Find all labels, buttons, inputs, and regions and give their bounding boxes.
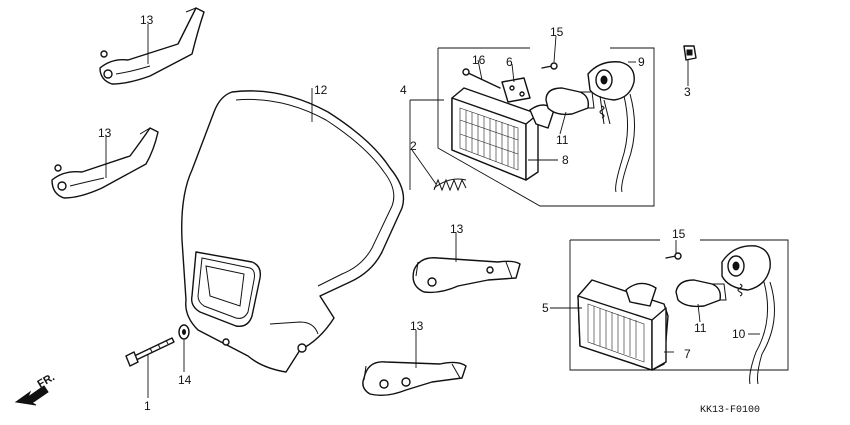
adjusting-spring	[433, 178, 467, 192]
callout-15-lower: 15	[672, 227, 686, 241]
callout-14: 14	[178, 373, 192, 387]
stay-bracket-middle	[51, 127, 159, 199]
lower-assembly-frame	[569, 239, 789, 371]
headlight-unit-lower	[577, 279, 669, 371]
headlight-unit-upper	[451, 87, 555, 181]
callout-2: 2	[410, 139, 417, 153]
front-direction-arrow: FR.	[14, 371, 57, 406]
mounting-bolt	[125, 337, 175, 367]
callout-9: 9	[638, 55, 645, 69]
callout-13-center-upper: 13	[450, 222, 464, 236]
callout-11-lower: 11	[694, 321, 707, 335]
stay-bracket-center-upper	[412, 257, 521, 294]
cushion-3	[683, 45, 697, 61]
callout-5: 5	[542, 301, 549, 315]
stay-bracket-center-lower	[362, 361, 467, 397]
stay-bracket-top	[99, 7, 205, 85]
bracket-plate	[501, 77, 531, 103]
bulb-lower	[675, 279, 727, 308]
socket-lower	[721, 245, 775, 385]
callout-11-upper: 11	[556, 133, 569, 147]
screw-upper	[541, 62, 558, 70]
callout-6: 6	[506, 55, 513, 69]
diagram-code: KK13-F0100	[700, 405, 760, 416]
headlight-cowl	[181, 90, 405, 373]
callout-12: 12	[314, 83, 328, 97]
bulb-upper	[545, 87, 595, 116]
callout-3: 3	[684, 85, 691, 99]
adjusting-screw	[462, 68, 501, 89]
callout-15-upper: 15	[550, 25, 564, 39]
callout-13-center-lower: 13	[410, 319, 424, 333]
callout-1: 1	[144, 399, 151, 413]
socket-upper	[587, 61, 636, 193]
leader-lines	[105, 24, 760, 398]
front-direction-label: FR.	[36, 371, 57, 390]
callout-10: 10	[732, 327, 746, 341]
washer	[178, 324, 190, 340]
callout-8: 8	[562, 153, 569, 167]
callout-13-left: 13	[98, 126, 112, 140]
callout-7: 7	[684, 347, 691, 361]
callout-16: 16	[472, 53, 486, 67]
callout-13-top: 13	[140, 13, 154, 27]
callout-4: 4	[400, 83, 407, 97]
screw-lower	[665, 252, 682, 260]
upper-assembly-frame	[437, 47, 655, 207]
